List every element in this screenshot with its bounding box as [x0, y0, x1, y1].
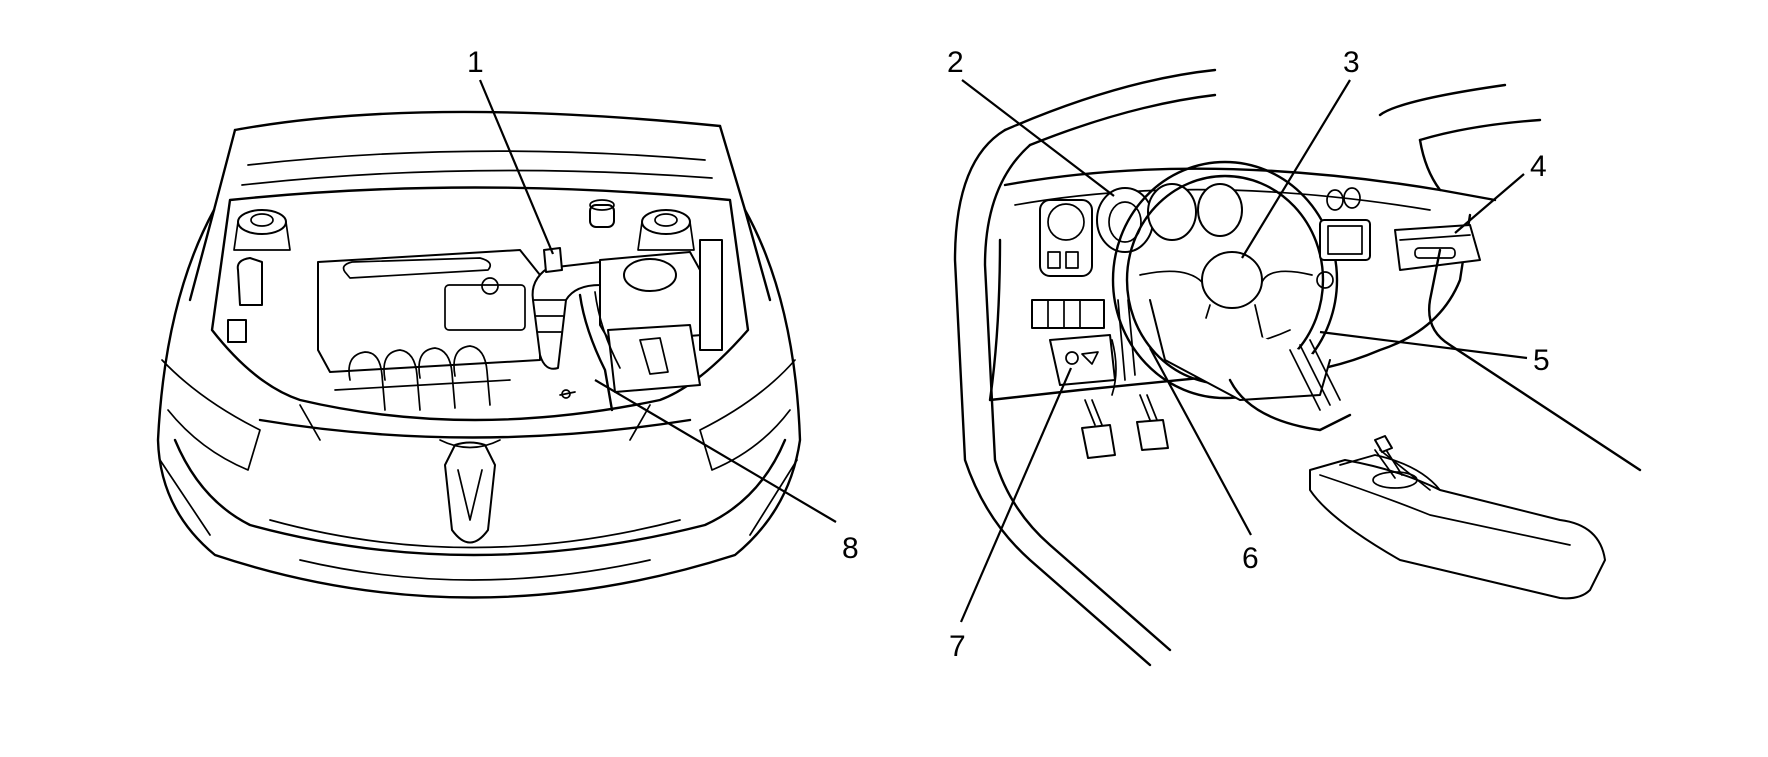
engine-compartment-illustration [156, 110, 802, 599]
leader-line-6 [1149, 347, 1252, 536]
leader-line-4 [1454, 173, 1525, 234]
callout-4: 4 [1530, 150, 1547, 183]
callout-7: 7 [949, 630, 966, 663]
callout-6: 6 [1242, 542, 1259, 575]
callout-3: 3 [1343, 46, 1360, 79]
callout-8: 8 [842, 532, 859, 565]
callout-2: 2 [947, 46, 964, 79]
leader-line-2 [961, 79, 1115, 197]
leader-line-5 [1319, 330, 1528, 360]
leader-lines [478, 79, 1528, 623]
leader-line-8 [594, 379, 837, 523]
leader-line-7 [959, 367, 1073, 623]
leader-line-1 [478, 79, 555, 255]
leader-line-3 [1241, 79, 1351, 259]
callout-1: 1 [467, 46, 484, 79]
interior-dashboard-illustration [953, 68, 1642, 667]
callout-labels: 1 2 3 4 5 6 7 8 [467, 46, 1550, 663]
callout-5: 5 [1533, 344, 1550, 377]
